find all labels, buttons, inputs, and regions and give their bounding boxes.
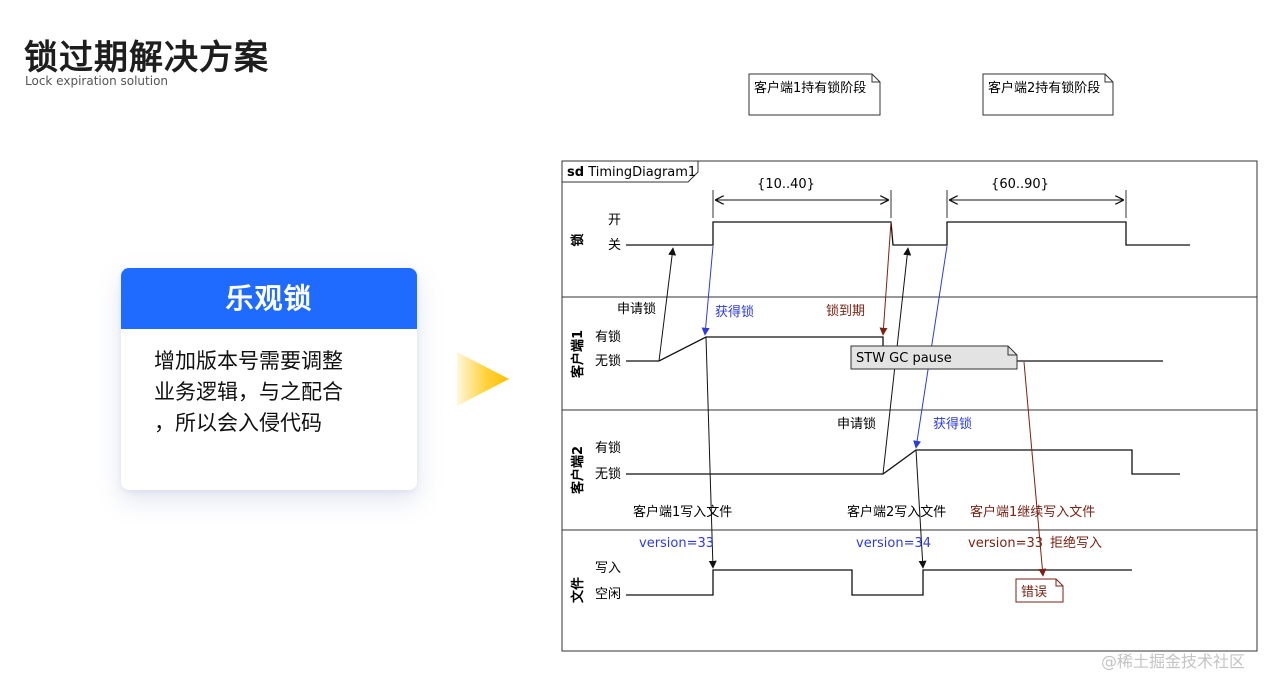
page-title: 锁过期解决方案 [24,38,269,78]
message-arrow [705,336,717,569]
message-arrow [658,247,677,362]
state-label: 空闲 [595,587,621,602]
state-label: 有锁 [595,440,621,456]
error-note: 错误 [1015,578,1064,603]
card-body-line: ，所以会入侵代码 [154,411,322,435]
lane-title-client1: 客户端1 [570,330,586,378]
card-body: 增加版本号需要调整 业务逻辑，与之配合 ，所以会入侵代码 [121,329,417,439]
message-label: version=33 [968,536,1043,551]
card-body-line: 业务逻辑，与之配合 [154,380,343,404]
error-note-label: 错误 [1021,585,1047,600]
watermark: @稀土掘金技术社区 [1101,652,1246,671]
phase-note-label: 客户端1持有锁阶段 [754,80,866,96]
duration-label: {60..90} [991,177,1049,192]
state-label: 开 [608,213,621,228]
message-label: version=34 [856,536,931,551]
message-arrow-red [879,221,892,336]
diagram-frame [561,160,1258,652]
duration-constraint: {60..90} [946,177,1127,218]
card-body-line: 增加版本号需要调整 [154,349,343,373]
timeline-file [626,569,1132,596]
message-label: 锁到期 [826,303,865,319]
lane-title-file: 文件 [570,577,586,603]
message-label: 客户端1继续写入文件 [970,504,1095,520]
page-subtitle: Lock expiration solution [25,74,169,88]
message-label: 获得锁 [933,416,972,432]
message-label: 客户端2写入文件 [847,504,946,520]
message-arrow-blue [701,245,714,336]
phase-note-label: 客户端2持有锁阶段 [988,80,1100,96]
frame-label: sd TimingDiagram1 [567,165,696,180]
lane-title-client2: 客户端2 [570,446,586,494]
message-label: 申请锁 [837,416,876,432]
message-label: 获得锁 [715,304,754,320]
lane-title-lock: 锁 [570,233,586,246]
timeline-client2 [626,449,1180,475]
card-title: 乐观锁 [121,268,417,329]
phase-note: 客户端2持有锁阶段 [982,73,1114,116]
message-label: version=33 [639,536,714,551]
state-label: 写入 [595,561,621,576]
message-label: 客户端1写入文件 [633,504,732,520]
message-arrow-red [1023,361,1047,577]
duration-constraint: {10..40} [712,177,892,218]
state-label: 无锁 [595,353,621,369]
message-label: 申请锁 [617,301,656,317]
message-arrow [915,449,927,569]
optimistic-lock-card: 乐观锁 增加版本号需要调整 业务逻辑，与之配合 ，所以会入侵代码 [121,268,417,490]
frame-label-tab [562,161,699,183]
state-label: 有锁 [595,329,621,345]
gc-pause-label: STW GC pause [856,351,952,366]
gc-pause-note: STW GC pause [850,345,1018,370]
timeline-lock [626,221,1190,246]
state-label: 关 [608,238,621,253]
phase-note: 客户端1持有锁阶段 [748,73,881,116]
state-label: 无锁 [595,466,621,482]
duration-label: {10..40} [757,177,815,192]
message-label: 拒绝写入 [1050,535,1102,551]
